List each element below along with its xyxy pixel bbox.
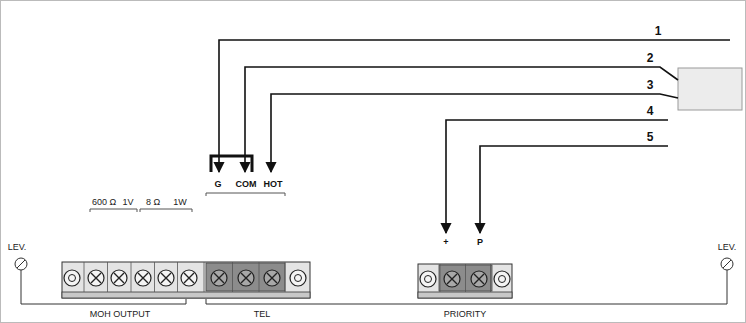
terminal-screw <box>88 270 104 286</box>
callout-number: 1 <box>655 24 662 38</box>
terminal-screw <box>211 270 227 286</box>
callout-number: 3 <box>647 78 654 92</box>
wire-3 <box>271 94 678 172</box>
terminal-screw <box>69 275 76 282</box>
terminal-screw <box>158 270 174 286</box>
terminal-base <box>418 292 512 298</box>
terminal-segment <box>439 265 492 291</box>
tel-bracket <box>206 193 285 196</box>
terminal-rib <box>465 264 466 292</box>
terminal-screw <box>425 276 432 283</box>
terminal-screw <box>214 273 224 283</box>
impedance-label: 600 Ω <box>92 197 116 208</box>
device-box <box>678 68 742 110</box>
terminal-screw <box>111 270 127 286</box>
wire-1 <box>219 40 730 172</box>
terminal-rib <box>84 262 85 292</box>
impedance-label: 8 Ω <box>146 197 160 208</box>
terminal-screw <box>444 271 460 287</box>
terminal-rib <box>154 262 155 292</box>
terminal-rib <box>259 262 260 292</box>
terminal-rib <box>490 264 491 292</box>
terminal-screw <box>494 271 510 287</box>
terminal-rib <box>204 262 205 292</box>
level-knob <box>723 260 731 268</box>
level-knob <box>15 258 27 270</box>
terminal-rib <box>440 264 441 292</box>
terminal-screw <box>267 273 277 283</box>
terminal-screw <box>64 270 80 286</box>
callout-number: 4 <box>647 104 654 118</box>
level-label: LEV. <box>718 242 737 253</box>
terminal-screw <box>474 274 484 284</box>
terminal-screw <box>138 273 148 283</box>
terminal-screw <box>184 273 194 283</box>
terminal-block <box>62 262 310 298</box>
terminal-screw <box>91 273 101 283</box>
group-name: TEL <box>254 309 271 320</box>
terminal-name: HOT <box>264 179 283 190</box>
level-knob <box>17 260 25 268</box>
group-name: PRIORITY <box>444 309 487 320</box>
terminal-name: COM <box>236 179 257 190</box>
terminal-rib <box>232 262 233 292</box>
terminal-screw <box>114 273 124 283</box>
wire-5 <box>480 146 668 233</box>
group-name: MOH OUTPUT <box>90 309 151 320</box>
terminal-rib <box>177 262 178 292</box>
terminal-base <box>62 292 310 298</box>
terminal-screw <box>471 271 487 287</box>
output-bracket <box>90 209 137 212</box>
terminal-rib <box>131 262 132 292</box>
terminal-screw <box>238 270 254 286</box>
level-knob <box>721 258 733 270</box>
power-label: 1W <box>173 197 187 208</box>
callout-number: 2 <box>647 51 654 65</box>
terminal-block <box>418 264 512 298</box>
terminal-screw <box>295 275 302 282</box>
terminal-rib <box>285 262 286 292</box>
terminal-segment <box>206 263 285 291</box>
wire-4 <box>446 120 668 233</box>
terminal-name: + <box>443 237 448 248</box>
terminal-screw <box>161 273 171 283</box>
terminal-name: P <box>477 237 483 248</box>
terminal-screw <box>447 274 457 284</box>
callout-number: 5 <box>647 130 654 144</box>
terminal-name: G <box>214 179 221 190</box>
jumper-bracket <box>211 156 252 172</box>
terminal-screw <box>181 270 197 286</box>
terminal-blocks <box>62 262 512 298</box>
output-bracket <box>140 209 192 212</box>
terminal-screw <box>290 270 306 286</box>
terminal-screw <box>420 271 436 287</box>
terminal-screw <box>135 270 151 286</box>
terminal-rib <box>107 262 108 292</box>
terminal-screw <box>499 276 506 283</box>
terminal-screw <box>264 270 280 286</box>
level-label: 1V <box>122 197 133 208</box>
level-label: LEV. <box>8 242 27 253</box>
terminal-screw <box>241 273 251 283</box>
